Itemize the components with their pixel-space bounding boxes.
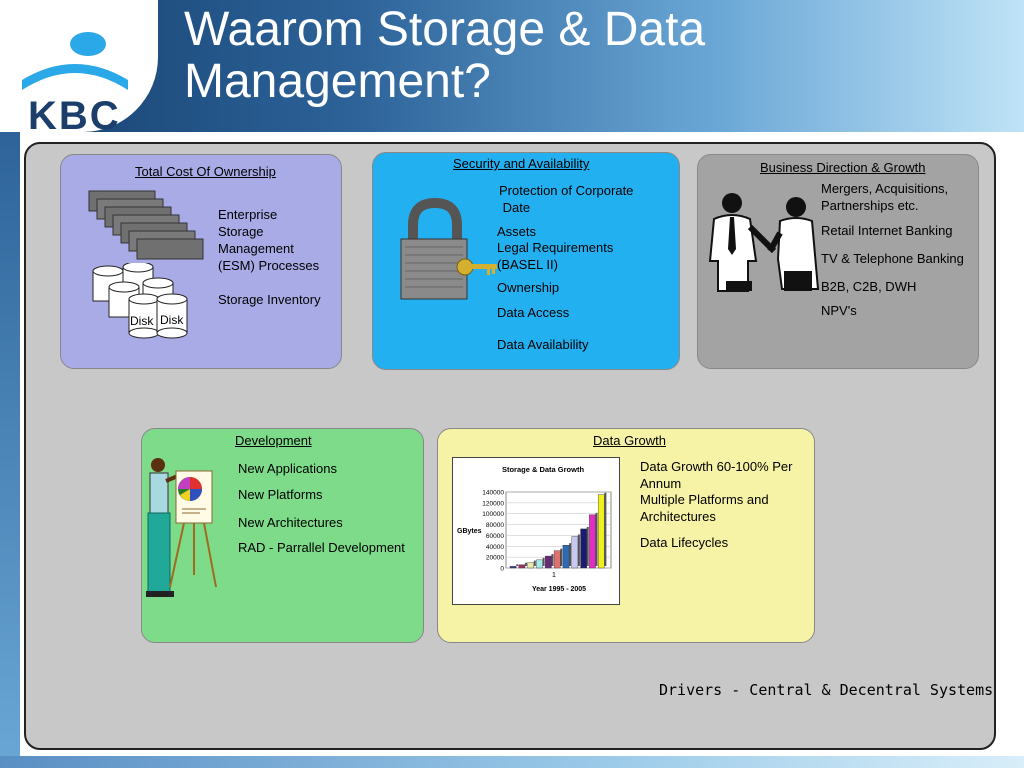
chart-bar-shadow — [604, 492, 607, 566]
chart-y-tick: 0 — [500, 566, 504, 573]
business-item-1: Mergers, Acquisitions, — [821, 181, 949, 196]
chart-bar — [509, 566, 517, 569]
title-line-2: Management? — [184, 55, 491, 108]
chart-bars — [509, 492, 607, 569]
storage-inventory: Storage Inventory — [218, 292, 321, 307]
development-item-3: New Architectures — [238, 515, 343, 530]
development-item-2: New Platforms — [238, 487, 323, 502]
esm-line-3: Management — [218, 241, 294, 256]
chart-bar-shadow — [560, 548, 563, 566]
security-item-3: Assets — [497, 224, 537, 239]
chart-bar — [580, 528, 587, 569]
security-item-6: Ownership — [497, 280, 560, 295]
data-growth-item-3: Multiple Platforms and — [640, 492, 769, 507]
chart-bar-shadow — [533, 560, 536, 566]
business-card: Business Direction & Growth Mergers, Acq… — [697, 154, 979, 369]
chart-y-tick: 80000 — [486, 522, 504, 529]
esm-line-4: (ESM) Processes — [218, 258, 320, 273]
chart-ylabel: GBytes — [457, 528, 482, 535]
data-growth-item-4: Architectures — [640, 509, 716, 524]
security-title: Security and Availability — [453, 156, 590, 171]
data-growth-title: Data Growth — [593, 433, 666, 448]
chart-bar — [553, 550, 561, 569]
esm-line-2: Storage — [218, 224, 264, 239]
chart-bar — [589, 514, 596, 569]
security-item-1: Protection of Corporate — [499, 183, 634, 198]
security-item-2: Date — [499, 200, 531, 215]
chart-x-tick: 1 — [552, 572, 556, 579]
handshake-people-icon — [708, 193, 820, 292]
chart-xlabel: Year 1995 - 2005 — [532, 586, 586, 593]
presenter-easel-icon — [146, 458, 217, 597]
logo: KBC — [0, 0, 158, 136]
chart-y-tick: 20000 — [486, 555, 504, 562]
development-title: Development — [235, 433, 312, 448]
logo-text: KBC — [28, 94, 121, 138]
chart-svg: Storage & Data Growth GBytes Year 1995 -… — [457, 465, 612, 593]
chart-bar — [527, 562, 535, 569]
chart-bar — [518, 564, 526, 569]
chart-bar — [536, 559, 543, 569]
security-item-4: Legal Requirements — [497, 240, 614, 255]
development-card: Development New Applications New Platfor… — [141, 428, 424, 643]
chart-bar-shadow — [551, 554, 554, 566]
disk-label-2: Disk — [160, 313, 184, 327]
data-growth-item-1: Data Growth 60-100% Per — [640, 459, 793, 474]
security-item-7: Data Access — [497, 305, 570, 320]
storage-growth-chart: Storage & Data Growth GBytes Year 1995 -… — [452, 457, 620, 605]
disk-label-1: Disk — [130, 314, 154, 328]
chart-title: Storage & Data Growth — [502, 465, 585, 474]
business-item-3: Retail Internet Banking — [821, 223, 953, 238]
chart-bar — [545, 555, 552, 569]
development-item-1: New Applications — [238, 461, 337, 476]
chart-bar-shadow — [595, 512, 598, 566]
chart-bar-shadow — [542, 557, 545, 566]
chart-bar — [562, 544, 570, 569]
chart-y-tick: 100000 — [482, 511, 504, 518]
esm-line-1: Enterprise — [218, 207, 278, 222]
disk-stack-icon — [92, 263, 188, 339]
padlock-key-icon — [400, 197, 497, 300]
chart-y-tick: 140000 — [482, 490, 504, 497]
business-title: Business Direction & Growth — [760, 160, 926, 175]
tco-card: Total Cost Of Ownership Disk Disk Enterp… — [60, 154, 342, 369]
business-item-2: Partnerships etc. — [821, 198, 919, 213]
header-band — [0, 0, 1024, 132]
chart-bar — [597, 494, 605, 569]
chart-bar-shadow — [524, 562, 527, 566]
chart-bar-shadow — [577, 534, 580, 566]
security-item-8: Data Availability — [497, 337, 589, 352]
chart-bar-shadow — [569, 543, 572, 566]
drivers-footer: Drivers - Central & Decentral Systems — [659, 681, 994, 699]
business-item-4: TV & Telephone Banking — [821, 251, 964, 266]
tco-title: Total Cost Of Ownership — [135, 164, 276, 179]
stacked-tapes-icon — [88, 190, 204, 260]
chart-y-tick: 40000 — [486, 544, 504, 551]
left-accent-stripe — [0, 132, 20, 768]
chart-y-tick: 60000 — [486, 533, 504, 540]
data-growth-item-2: Annum — [640, 476, 682, 491]
kbc-swoosh-icon — [22, 32, 128, 90]
page-title: Waarom Storage & Data Management? — [184, 4, 705, 108]
business-item-5: B2B, C2B, DWH — [821, 279, 917, 294]
bottom-accent-stripe — [0, 756, 1024, 768]
chart-y-tick: 120000 — [482, 500, 504, 507]
business-item-6: NPV's — [821, 303, 857, 318]
chart-bar — [571, 536, 579, 569]
security-item-5: (BASEL II) — [497, 257, 558, 272]
data-growth-item-5: Data Lifecycles — [640, 535, 729, 550]
development-item-4: RAD - Parrallel Development — [238, 540, 405, 555]
security-card: Security and Availability Protection of … — [372, 152, 680, 370]
chart-bar-shadow — [586, 526, 589, 566]
chart-bar-shadow — [516, 564, 519, 566]
title-line-1: Waarom Storage & Data — [184, 3, 706, 56]
